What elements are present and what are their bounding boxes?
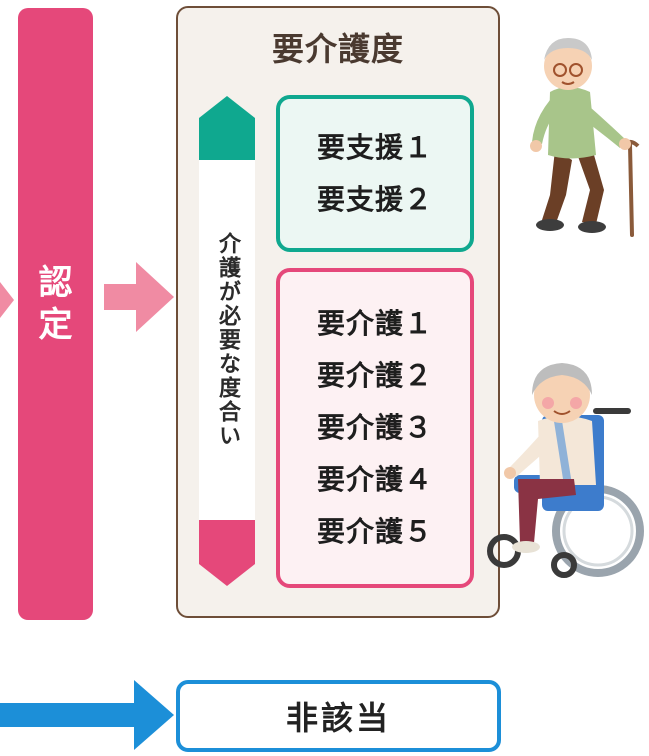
care-level-item: 要介護１ [316,307,433,340]
elderly-woman-in-wheelchair-icon [487,363,644,578]
care-level-item: 要介護５ [316,515,433,548]
non-applicable-label: 非該当 [285,699,391,737]
care-level-item: 要介護４ [316,463,433,496]
incoming-arrow-stub [0,282,14,318]
support-level-item: 要支援１ [316,130,433,164]
care-level-item: 要介護２ [316,359,433,392]
pink-arrow [104,262,174,332]
care-need-list: 要介護１ 要介護２ 要介護３ 要介護４ 要介護５ [276,268,474,588]
nintei-label: 認 定 [38,263,73,345]
non-applicable-box: 非該当 [176,680,501,752]
scale-bottom-pentagon [199,520,255,586]
support-level-item: 要支援２ [316,182,433,216]
scale-strip [199,160,255,522]
blue-arrow [0,680,174,750]
support-level-box [276,95,474,252]
support-level-list: 要支援１ 要支援２ [276,95,474,252]
scale-top-pentagon [199,96,255,162]
care-level-title: 要介護度 [271,30,404,68]
care-level-item: 要介護３ [316,411,433,444]
nintei-bar [18,8,93,620]
care-need-box [276,268,474,588]
elderly-man-with-cane-icon [530,38,640,237]
scale-label: 介護が必要な度合い [215,232,240,448]
